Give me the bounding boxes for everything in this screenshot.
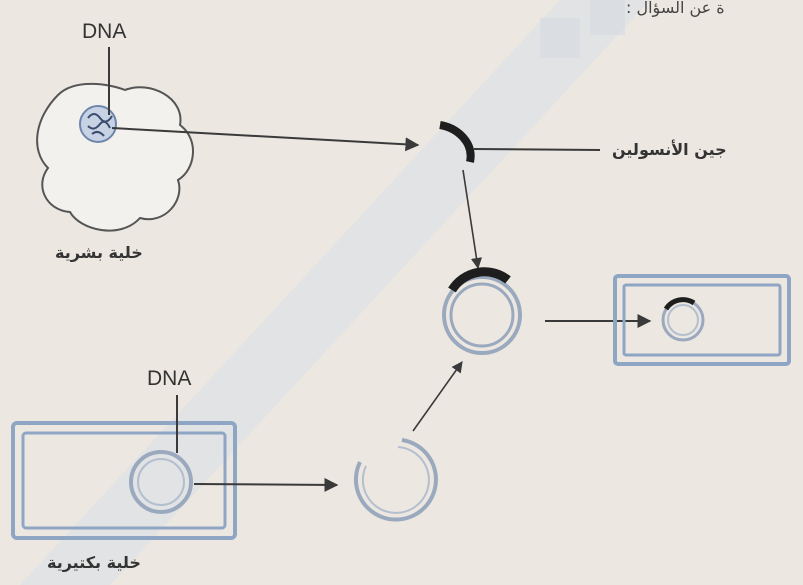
insulin-gene-label: جين الأنسولين: [612, 140, 727, 159]
background-block: [540, 18, 580, 58]
dna-label-human: DNA: [82, 20, 127, 43]
opened-plasmid: [354, 438, 438, 522]
insulin-gene-pointer-line: [473, 148, 601, 151]
recombinant-plasmid: [442, 267, 522, 355]
dna-label-bacteria: DNA: [147, 367, 192, 390]
insulin-gene-fragment: [439, 121, 475, 163]
arrow-insert-gene: [462, 169, 483, 270]
arrow-extract-gene: [111, 127, 420, 152]
bacterial-cell: [11, 395, 237, 540]
chromatin: [87, 113, 113, 137]
human-cell: [36, 47, 194, 232]
human-cell-membrane: [36, 82, 194, 232]
transformed-insulin-gene: [663, 297, 696, 311]
transformed-bacterial-cell: [613, 274, 791, 366]
inserted-insulin-gene: [448, 267, 511, 293]
nucleus: [79, 105, 117, 143]
human-cell-label: خلية بشرية: [55, 243, 143, 262]
bacterial-plasmid: [129, 450, 193, 514]
header-fragment: ة عن السؤال :: [626, 0, 725, 17]
arrow-extract-plasmid: [193, 477, 339, 492]
background-block: [590, 0, 625, 35]
arrow-ligate: [412, 361, 463, 432]
bacterial-cell-label: خلية بكتيرية: [47, 553, 141, 572]
